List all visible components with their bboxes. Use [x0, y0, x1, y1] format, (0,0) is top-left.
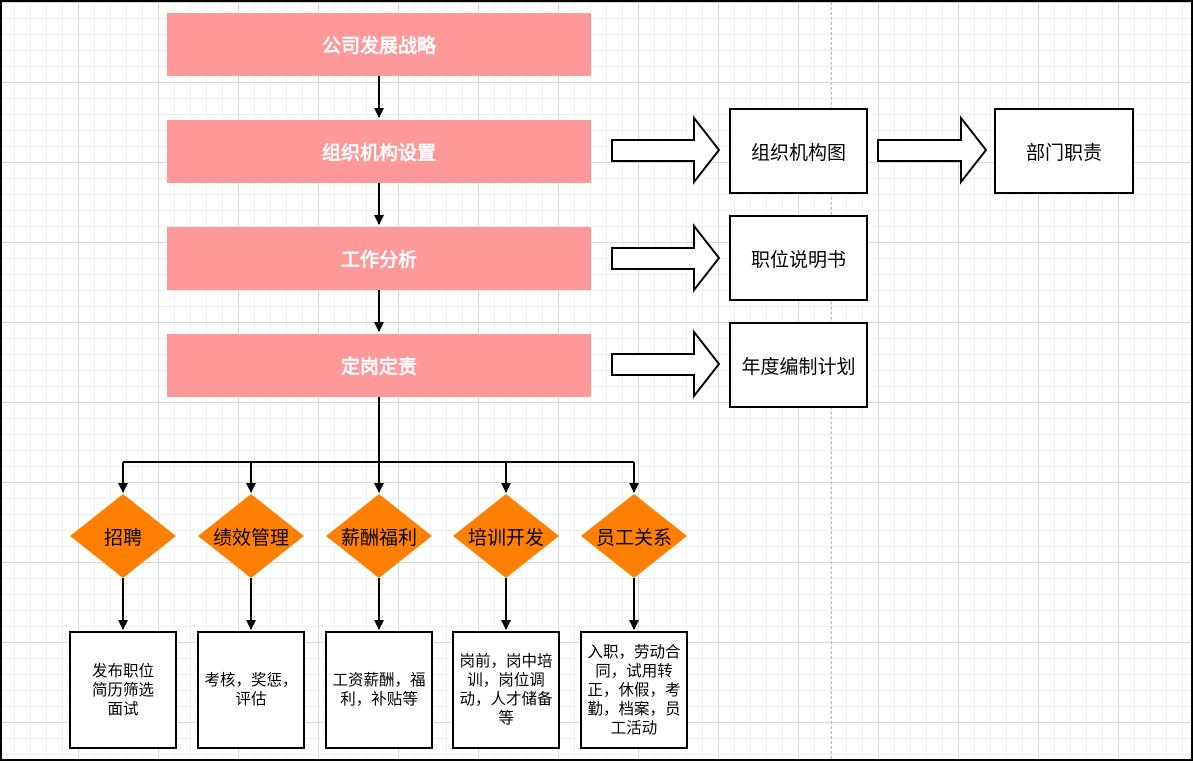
block-arrow-to-job-description: [611, 223, 721, 293]
diamond-compensation: 薪酬福利: [326, 494, 432, 578]
detail-performance: 考核，奖惩，评估: [197, 631, 305, 749]
diamond-label: 招聘: [103, 526, 142, 549]
diamond-label: 员工关系: [595, 526, 672, 549]
detail-recruitment: 发布职位简历筛选面试: [69, 631, 177, 749]
block-arrow-to-staffing-plan: [611, 329, 721, 399]
diamond-label: 绩效管理: [212, 526, 289, 549]
step-job-analysis: 工作分析: [167, 227, 591, 290]
box-staffing-plan: 年度编制计划: [729, 322, 868, 408]
detail-employee-relations: 入职，劳动合同，试用转正，休假，考勤，档案，员工活动: [580, 631, 688, 749]
box-dept-duties: 部门职责: [994, 108, 1134, 194]
block-arrow-to-dept-duties: [877, 115, 988, 185]
block-arrow-to-org-chart: [611, 115, 721, 185]
diamond-label: 薪酬福利: [340, 526, 417, 549]
box-org-chart: 组织机构图: [729, 108, 868, 194]
diamond-recruitment: 招聘: [70, 494, 176, 578]
diamond-label: 培训开发: [467, 526, 544, 549]
box-job-description: 职位说明书: [729, 215, 868, 301]
step-company-strategy: 公司发展战略: [167, 13, 591, 76]
diamond-employee-relations: 员工关系: [581, 494, 687, 578]
detail-compensation: 工资薪酬，福利，补贴等: [325, 631, 433, 749]
step-org-structure: 组织机构设置: [167, 120, 591, 183]
diamond-performance: 绩效管理: [198, 494, 304, 578]
detail-training: 岗前，岗中培训，岗位调动，人才储备等: [452, 631, 560, 749]
step-position-duties: 定岗定责: [167, 334, 591, 397]
diamond-training: 培训开发: [453, 494, 559, 578]
